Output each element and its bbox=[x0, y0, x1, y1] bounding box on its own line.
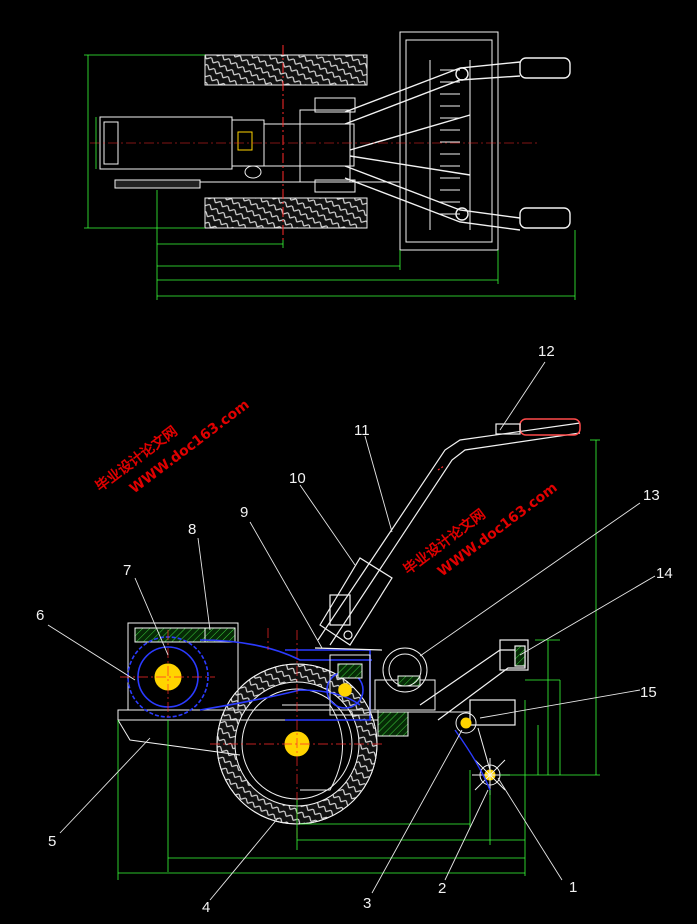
watermark-left: 毕业设计论文网 WWW.doc163.com bbox=[92, 397, 252, 497]
top-wheel-lower bbox=[204, 197, 368, 229]
handle-assembly bbox=[314, 418, 581, 651]
top-handlebars bbox=[344, 57, 571, 231]
callout-12: 12 bbox=[538, 343, 555, 360]
side-view bbox=[117, 418, 581, 840]
tiller-arm bbox=[419, 639, 529, 726]
callout-11: 11 bbox=[354, 422, 370, 439]
top-view bbox=[90, 31, 571, 251]
callout-6: 6 bbox=[36, 607, 44, 624]
callout-2: 2 bbox=[438, 880, 446, 897]
tiller-pulley bbox=[382, 647, 428, 693]
callout-1: 1 bbox=[569, 879, 577, 896]
callout-10: 10 bbox=[289, 470, 306, 487]
callout-13: 13 bbox=[643, 487, 660, 504]
top-tiller bbox=[399, 31, 499, 251]
callout-4: 4 bbox=[202, 899, 210, 916]
callout-15: 15 bbox=[640, 684, 657, 701]
callout-14: 14 bbox=[656, 565, 673, 582]
callout-labels: 1 2 3 4 5 6 7 8 9 10 11 12 13 14 15 bbox=[36, 343, 673, 916]
leader-lines bbox=[47, 361, 656, 901]
tiller-rotor bbox=[454, 712, 510, 795]
top-dimensions bbox=[84, 54, 576, 300]
gearbox bbox=[329, 654, 371, 716]
callout-8: 8 bbox=[188, 521, 196, 538]
engine-housing bbox=[127, 622, 239, 711]
callout-5: 5 bbox=[48, 833, 56, 850]
callout-7: 7 bbox=[123, 562, 131, 579]
side-dimensions bbox=[117, 439, 600, 880]
top-wheel-upper bbox=[204, 54, 368, 86]
top-gearbox bbox=[263, 123, 355, 167]
callout-3: 3 bbox=[363, 895, 371, 912]
callout-9: 9 bbox=[240, 504, 248, 521]
